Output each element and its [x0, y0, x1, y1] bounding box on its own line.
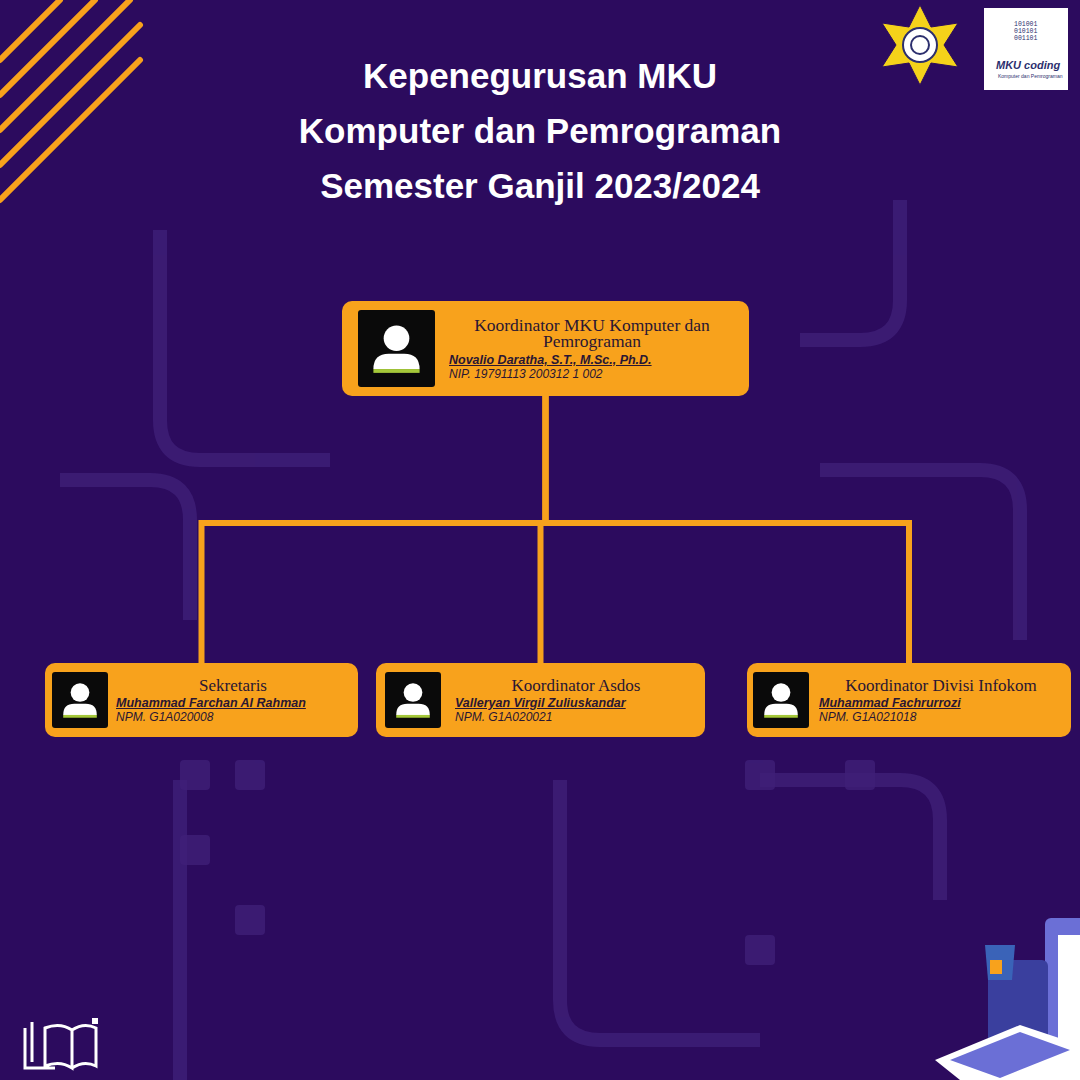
- logo-wordmark: MKU coding: [996, 60, 1060, 71]
- role-heading: Sekretaris: [116, 676, 350, 696]
- role-heading: Koordinator Divisi Infokom: [819, 676, 1063, 696]
- org-box: Koordinator AsdosValleryan Virgil Zulius…: [376, 663, 705, 737]
- org-box: Koordinator MKU Komputer dan Pemrograman…: [342, 301, 749, 396]
- person-avatar: [753, 672, 809, 728]
- text-column: Koordinator Divisi InfokomMuhammad Fachr…: [819, 676, 1063, 724]
- org-connector: [546, 396, 910, 663]
- person-name: Muhammad Farchan Al Rahman: [116, 696, 350, 710]
- person-icon: [385, 672, 441, 728]
- org-connector: [202, 396, 546, 663]
- binary-digits: 001101: [1014, 36, 1037, 43]
- text-column: SekretarisMuhammad Farchan Al RahmanNPM.…: [116, 676, 350, 724]
- id-number: NPM. G1A021018: [819, 710, 1063, 724]
- binary-digits: 101001: [1014, 22, 1037, 29]
- person-avatar: [52, 672, 108, 728]
- person-avatar: [385, 672, 441, 728]
- id-number: NPM. G1A020021: [455, 710, 697, 724]
- person-avatar: [358, 310, 435, 387]
- diagram-title: Kepenegurusan MKU Komputer dan Pemrogram…: [277, 48, 803, 213]
- org-box: Koordinator Divisi InfokomMuhammad Fachr…: [747, 663, 1071, 737]
- binary-digits: 010101: [1014, 29, 1037, 36]
- person-name: Muhammad Fachrurrozi: [819, 696, 1063, 710]
- text-column: Koordinator MKU Komputer dan Pemrograman…: [449, 317, 735, 381]
- id-number: NIP. 19791113 200312 1 002: [449, 367, 735, 381]
- id-number: NPM. G1A020008: [116, 710, 350, 724]
- person-icon: [753, 672, 809, 728]
- role-heading: Koordinator Asdos: [455, 676, 697, 696]
- logo-subtitle: Komputer dan Pemrograman: [998, 74, 1062, 79]
- text-column: Koordinator AsdosValleryan Virgil Zulius…: [455, 676, 697, 724]
- role-heading: Koordinator MKU Komputer dan Pemrograman: [449, 317, 735, 349]
- person-name: Novalio Daratha, S.T., M.Sc., Ph.D.: [449, 353, 735, 367]
- person-name: Valleryan Virgil Zuliuskandar: [455, 696, 697, 710]
- person-icon: [52, 672, 108, 728]
- mku-coding-logo: 101001010101001101MKU codingKomputer dan…: [984, 8, 1068, 90]
- person-icon: [358, 310, 435, 387]
- org-box: SekretarisMuhammad Farchan Al RahmanNPM.…: [45, 663, 358, 737]
